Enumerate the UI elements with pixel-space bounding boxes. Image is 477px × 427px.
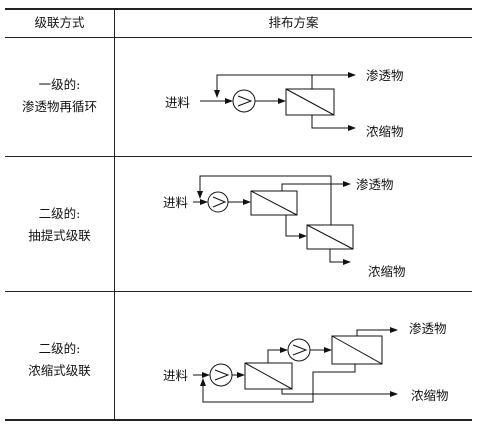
mode-line: 抽提式级联 xyxy=(28,228,91,243)
scheme-single-stage-recycle: 进料 渗透物 浓缩物 xyxy=(165,68,404,139)
concentrate-label: 浓缩物 xyxy=(368,264,406,279)
permeate-label: 渗透物 xyxy=(366,68,404,83)
feed-label: 进料 xyxy=(163,368,189,383)
scheme-enriching-cascade: 进料 渗透物 浓缩物 xyxy=(163,321,449,403)
pump-icon xyxy=(237,95,253,107)
interstage-line xyxy=(285,215,307,239)
permeate-label: 渗透物 xyxy=(356,177,394,192)
recycle-line xyxy=(214,74,312,98)
concentrate-line xyxy=(311,115,356,131)
permeate-line xyxy=(311,72,356,89)
mode-line: 二级的: xyxy=(38,206,81,221)
membrane-icon xyxy=(244,362,293,390)
table-bottom-rule xyxy=(5,419,472,421)
header-mode: 级联方式 xyxy=(34,15,85,30)
mode-line: 二级的: xyxy=(38,341,81,356)
concentrate-line xyxy=(329,249,351,265)
pump-icon xyxy=(292,344,308,356)
membrane-module xyxy=(285,88,335,116)
membrane-icon xyxy=(285,88,335,116)
membrane-icon xyxy=(331,335,383,365)
mode-line: 浓缩式级联 xyxy=(28,363,91,378)
header-rule xyxy=(5,37,472,38)
table-top-rule xyxy=(5,8,472,10)
column-divider xyxy=(114,8,115,420)
membrane-icon xyxy=(250,190,298,216)
concentrate-label: 浓缩物 xyxy=(411,388,449,403)
concentrate-line xyxy=(281,389,398,397)
concentrate-label: 浓缩物 xyxy=(366,124,404,139)
membrane-module xyxy=(250,190,298,216)
pump-icon xyxy=(214,369,230,381)
recycle-line xyxy=(197,175,332,225)
row-divider xyxy=(5,291,472,292)
row-divider xyxy=(5,156,472,157)
interstage-line xyxy=(267,347,288,363)
permeate-label: 渗透物 xyxy=(409,321,447,336)
permeate-line xyxy=(281,181,351,191)
header-layout: 排布方案 xyxy=(268,15,319,30)
mode-line: 一级的: xyxy=(38,77,81,92)
feed-label: 进料 xyxy=(163,195,189,210)
scheme-stripping-cascade: 进料 渗透物 浓缩物 xyxy=(163,175,406,279)
membrane-icon xyxy=(306,224,354,250)
permeate-line xyxy=(356,327,398,336)
mode-line: 渗透物再循环 xyxy=(21,99,97,114)
pump-icon xyxy=(212,196,227,208)
feed-label: 进料 xyxy=(165,95,191,110)
recycle-line xyxy=(200,364,356,403)
